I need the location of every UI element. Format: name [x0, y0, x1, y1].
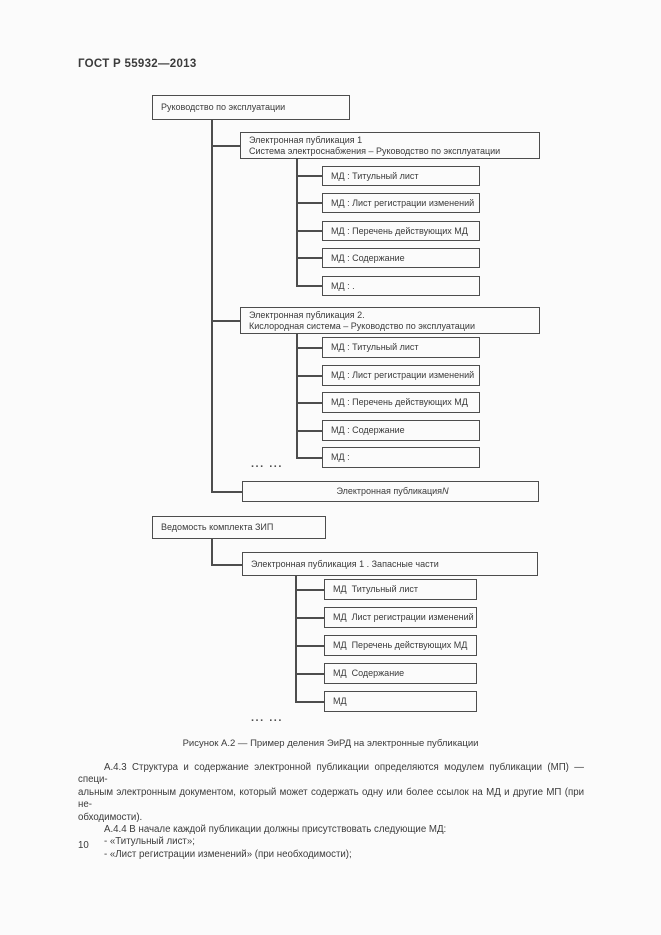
connector-line — [295, 576, 297, 702]
publication-box-n: Электронная публикация N — [242, 481, 539, 502]
md-box: МД : . — [322, 276, 480, 296]
ellipsis: ... ... — [251, 458, 283, 470]
publication-n-variable: N — [442, 486, 449, 496]
publication-title: Электронная публикация 2. — [249, 309, 365, 320]
publication-box-2: Электронная публикация 2. Кислородная си… — [240, 307, 540, 334]
connector-line — [211, 145, 240, 147]
md-box: МД : Титульный лист — [322, 166, 480, 186]
connector-line — [211, 564, 242, 566]
connector-line — [211, 320, 240, 322]
body-text: А.4.3 Структура и содержание электронной… — [78, 762, 584, 861]
connector-line — [211, 491, 242, 493]
paragraph-line: А.4.4 В начале каждой публикации должны … — [104, 824, 447, 836]
md-box: МД : Титульный лист — [322, 337, 480, 358]
md-box: МД Перечень действующих МД — [324, 635, 477, 656]
md-box: МД : Лист регистрации изменений — [322, 193, 480, 213]
publication-title: Электронная публикация 1 . Запасные част… — [251, 558, 439, 569]
md-box: МД Лист регистрации изменений — [324, 607, 477, 628]
list-item-line: - «Лист регистрации изменений» (при необ… — [104, 848, 352, 860]
connector-line — [295, 589, 324, 591]
connector-line — [295, 617, 324, 619]
publication-title: Электронная публикация — [336, 486, 443, 496]
connector-line — [296, 375, 322, 377]
connector-line — [296, 257, 322, 259]
page-number: 10 — [78, 840, 89, 851]
connector-line — [296, 159, 298, 287]
connector-line — [296, 230, 322, 232]
connector-line — [296, 347, 322, 349]
figure-caption: Рисунок А.2 — Пример деления ЭиРД на эле… — [182, 738, 479, 749]
connector-line — [296, 175, 322, 177]
md-box: МД : Содержание — [322, 248, 480, 268]
connector-line — [296, 457, 322, 459]
publication-box-spares: Электронная публикация 1 . Запасные част… — [242, 552, 538, 576]
page-header: ГОСТ Р 55932—2013 — [78, 58, 197, 70]
connector-line — [296, 430, 322, 432]
connector-line — [295, 645, 324, 647]
publication-subtitle: Система электроснабжения – Руководство п… — [249, 145, 501, 156]
connector-line — [211, 539, 213, 566]
publication-title: Электронная публикация 1 — [249, 134, 363, 145]
md-box: МД : — [322, 447, 480, 468]
paragraph-line: А.4.3 Структура и содержание электронной… — [78, 762, 584, 786]
root-box-manual: Руководство по эксплуатации — [152, 95, 350, 120]
connector-line — [296, 402, 322, 404]
md-box: МД : Перечень действующих МД — [322, 392, 480, 413]
connector-line — [296, 202, 322, 204]
ellipsis: ... ... — [251, 712, 283, 724]
md-box: МД — [324, 691, 477, 712]
paragraph-line: альным электронным документом, который м… — [78, 786, 584, 811]
publication-box-1: Электронная публикация 1 Система электро… — [240, 132, 540, 159]
root-box-zip: Ведомость комплекта ЗИП — [152, 516, 326, 539]
connector-line — [296, 285, 322, 287]
paragraph-line: обходимости). — [78, 811, 143, 823]
connector-line — [296, 334, 298, 458]
md-box: МД : Лист регистрации изменений — [322, 365, 480, 386]
connector-line — [295, 673, 324, 675]
connector-line — [295, 701, 324, 703]
md-box: МД : Перечень действующих МД — [322, 221, 480, 241]
md-box: МД Содержание — [324, 663, 477, 684]
md-box: МД Титульный лист — [324, 579, 477, 600]
connector-line — [211, 120, 213, 493]
publication-subtitle: Кислородная система – Руководство по экс… — [249, 320, 475, 331]
list-item-line: - «Титульный лист»; — [104, 836, 195, 848]
md-box: МД : Содержание — [322, 420, 480, 441]
